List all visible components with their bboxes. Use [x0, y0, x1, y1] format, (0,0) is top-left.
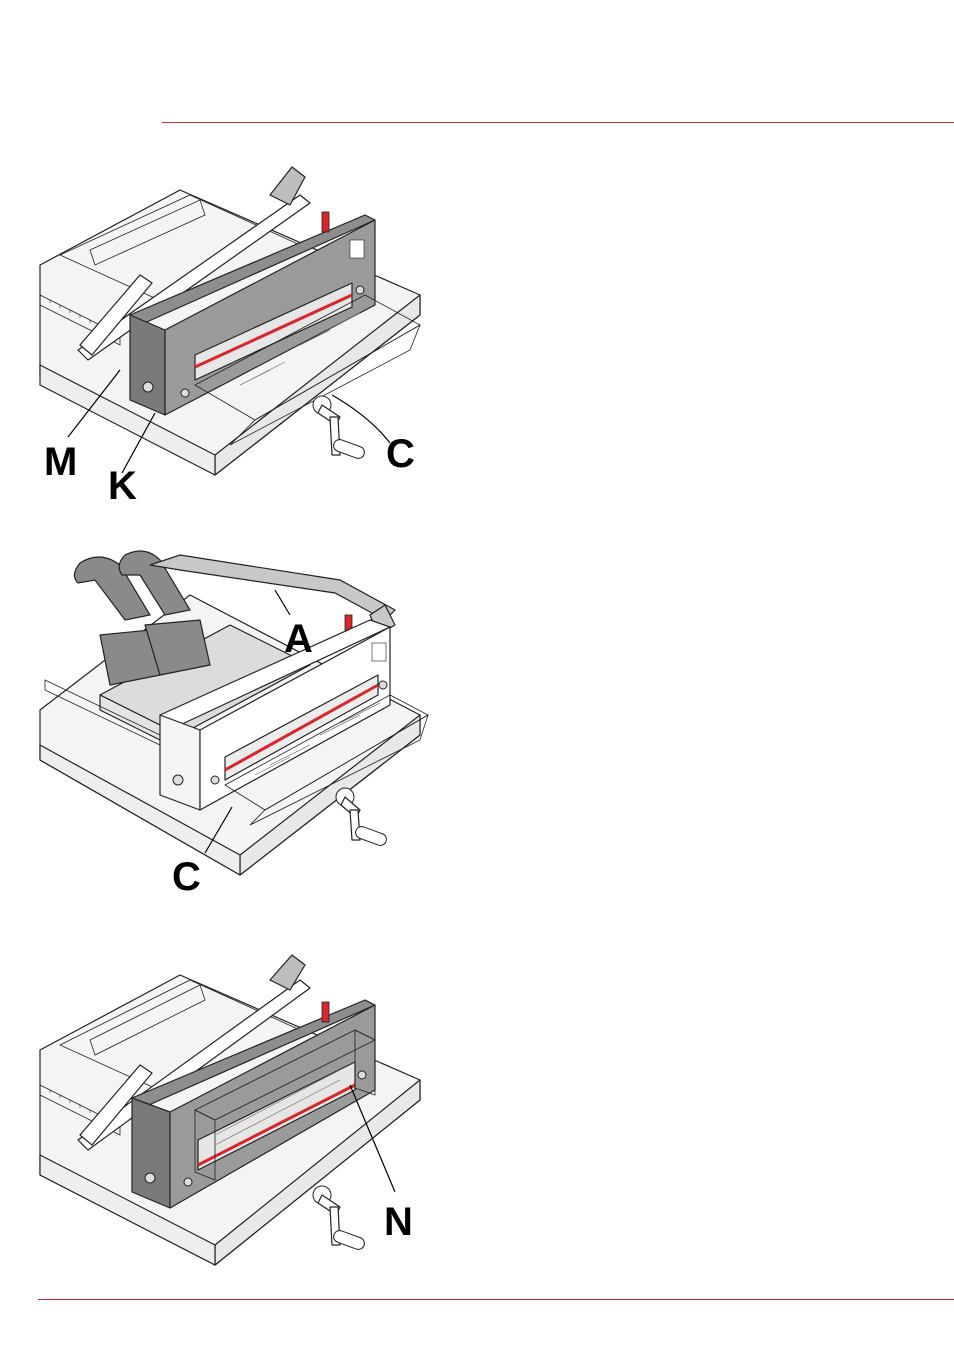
- footer-rule: [38, 1299, 954, 1300]
- callout-c: C: [386, 432, 415, 476]
- callout-c: C: [172, 855, 201, 895]
- paper-cutter-two-hand-illustration: A C: [0, 535, 440, 895]
- header-rule: [162, 122, 954, 123]
- figure-2: A C: [0, 535, 440, 895]
- callout-n: N: [384, 1200, 413, 1244]
- callout-a: A: [284, 617, 313, 661]
- callout-k: K: [108, 464, 137, 500]
- paper-cutter-guard-open-illustration: N: [0, 950, 440, 1280]
- callout-m: M: [44, 440, 77, 484]
- figure-3: N: [0, 950, 440, 1280]
- paper-cutter-illustration: M K C: [0, 155, 440, 500]
- figure-1: M K C: [0, 155, 440, 500]
